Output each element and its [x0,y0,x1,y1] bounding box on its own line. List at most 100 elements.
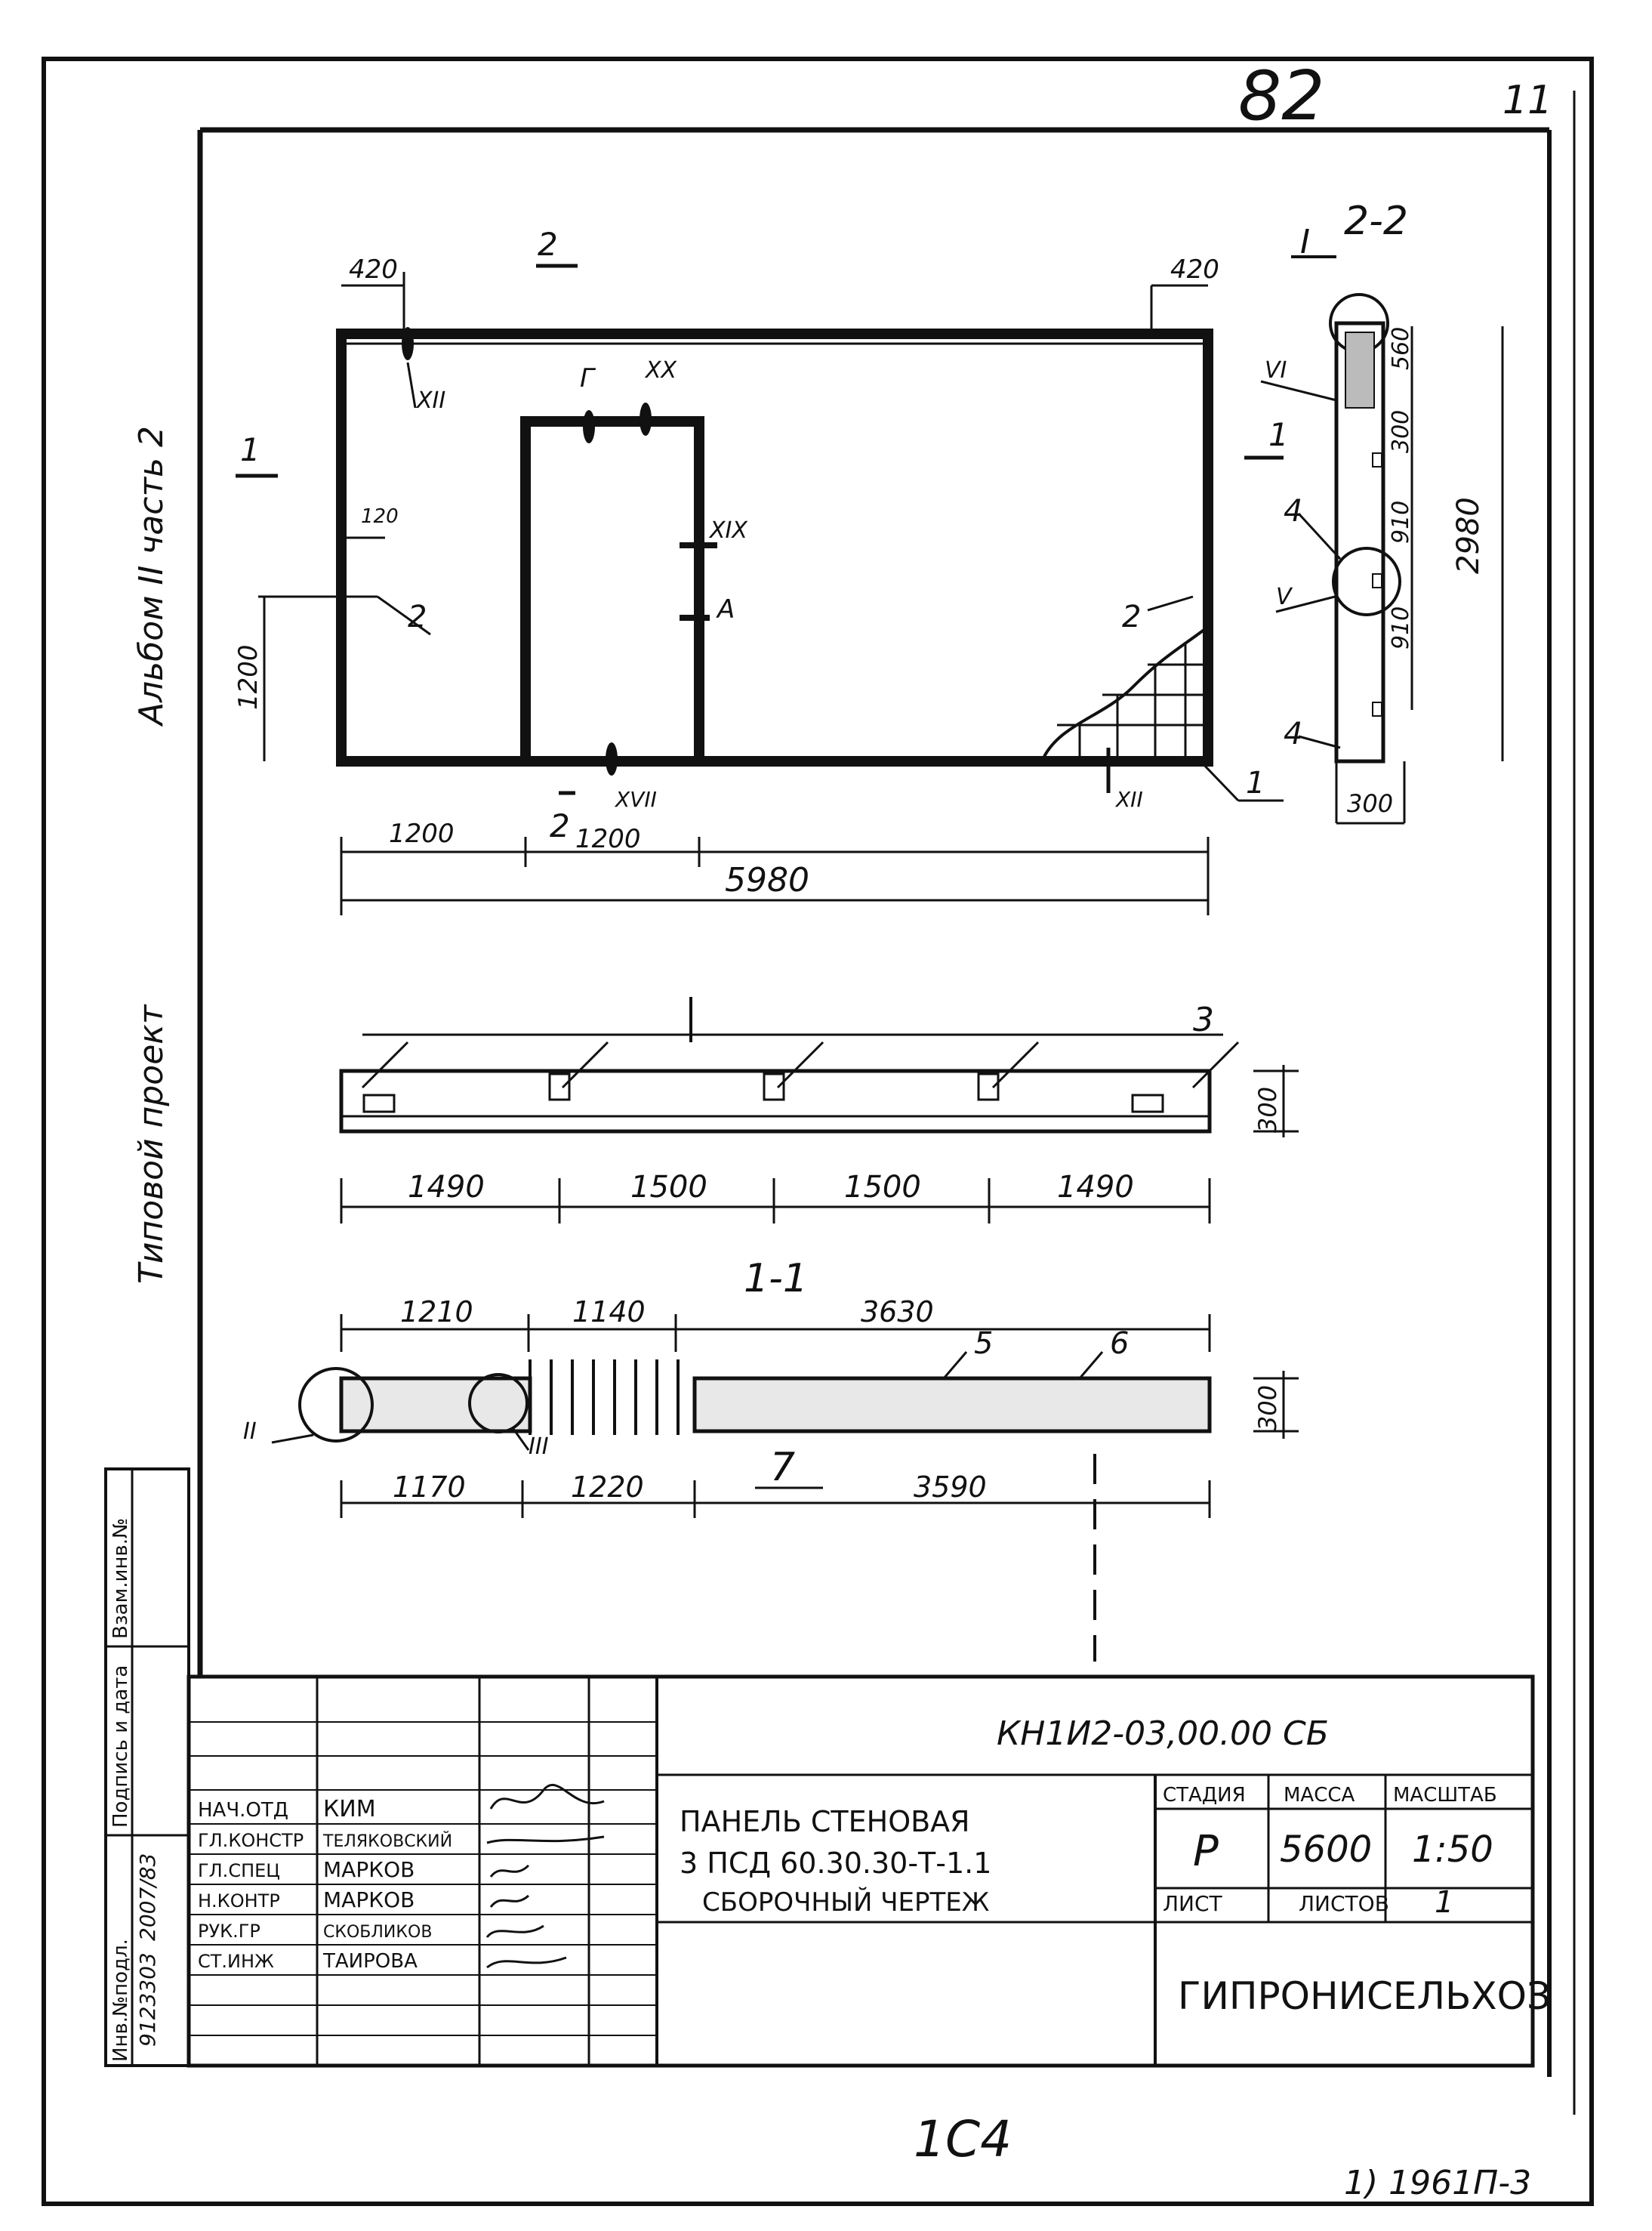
callout-vi: VI [1265,357,1287,384]
staff-role-6: СТ.ИНЖ [198,1951,274,1972]
leader [1078,1351,1104,1379]
bottom-center-note: 1С4 [914,2110,1012,2168]
rebar-bars [529,1359,680,1435]
stage-label: СТАДИЯ [1163,1784,1246,1807]
leader [1191,1041,1240,1089]
plan-dim-4: 1490 [1057,1170,1134,1205]
sheet-label: ЛИСТ [1163,1891,1223,1916]
signature [489,1864,530,1878]
leader [1297,512,1342,560]
side-title: Альбом II часть 2 [132,426,171,727]
section-mark-2-top: 2 [538,226,558,263]
staff-name-4: МАРКОВ [323,1887,415,1912]
scale-value: 1:50 [1412,1828,1493,1871]
plan-slot [977,1072,1000,1101]
dim-910-a: 910 [1388,501,1414,544]
pos-2-right: 2 [1122,600,1141,634]
staff-name-5: СКОБЛИКОВ [323,1923,432,1942]
leader [942,1351,968,1379]
staff-role-1: НАЧ.ОТД [198,1799,288,1822]
pos-1: 1 [1246,766,1265,801]
dim-120: 120 [361,505,399,528]
pos-6: 6 [1110,1326,1129,1361]
detail-circle-iii [468,1373,529,1433]
slab-right [692,1376,1212,1433]
scale-label: МАСШТАБ [1393,1784,1497,1807]
title-line-3: СБОРОЧНЫЙ ЧЕРТЕЖ [702,1887,989,1918]
leader [991,1041,1040,1089]
title-block-frame [186,1674,1535,2068]
callout-xvii: XVII [614,787,657,812]
callout-xx: XX [644,357,678,384]
staff-name-1: КИМ [323,1796,376,1822]
leader [1199,760,1240,802]
section-thickness: 300 [1253,1385,1282,1431]
pos-4-top: 4 [1284,494,1302,529]
top-dim-2: 1140 [572,1295,646,1328]
outer-frame [42,57,1594,2206]
pos-4-bottom: 4 [1284,717,1302,751]
side-value-date: 2007/83 [135,1853,160,1941]
bottom-dim-3: 3590 [914,1470,987,1504]
title-block: НАЧ.ОТД КИМ ГЛ.КОНСТР ТЕЛЯКОВСКИЙ ГЛ.СПЕ… [186,1674,1551,2068]
callout-xii-bottom: XII [1114,787,1143,812]
callout-i: I [1300,223,1310,261]
leader [512,1428,530,1451]
leader [377,595,431,636]
callout-g: Г [580,363,596,393]
signature [489,1783,605,1810]
signature [485,1924,544,1939]
section-2-2-insulation [1345,332,1375,409]
plan-dim-2: 1500 [630,1170,707,1205]
dim-total-5980: 5980 [725,861,809,899]
page-number: 82 [1238,57,1325,136]
leader [361,1041,409,1089]
staff-role-2: ГЛ.КОНСТР [198,1830,304,1851]
callout-marker [640,403,652,436]
pos-2-left: 2 [408,600,427,634]
callout-v: V [1276,584,1293,610]
plan-dim-3: 1500 [844,1170,921,1205]
slab-left [339,1376,532,1433]
section-mark-1-left: 1 [240,431,260,468]
dim-300: 300 [1388,410,1414,453]
side-title-lower: Типовой проект [132,1004,171,1284]
leader [1275,595,1336,613]
plan-thickness: 300 [1253,1087,1282,1133]
detail-circle-v [1332,547,1401,616]
door-opening [520,416,704,767]
staff-name-6: ТАИРОВА [322,1950,418,1973]
section-mark-1-right: 1 [1268,416,1289,453]
plan-view: 3 300 1490 1500 1500 1490 [339,997,1299,1224]
title-line-2: 3 ПСД 60.30.30-Т-1.1 [680,1847,991,1880]
section-2-2-title: 2-2 [1344,199,1408,244]
leader [406,362,417,409]
dim-opening-width: 1200 [575,824,641,854]
section-2-2-body [1334,321,1385,764]
sheets-value: 1 [1435,1885,1453,1920]
callout-xii-top: XII [415,387,445,414]
bottom-dim-1: 1170 [393,1470,466,1504]
callout-ii: II [243,1418,257,1445]
dim-910-b: 910 [1388,606,1414,650]
leader [1147,595,1194,612]
top-dim-3: 3630 [861,1295,934,1328]
bottom-dim-2: 1220 [571,1470,644,1504]
callout-iii: III [529,1433,549,1460]
section-1-1: 1-1 1210 1140 3630 II III 5 6 7 [243,1256,1299,1662]
side-label-vzam: Взам.инв.№ [109,1518,132,1639]
side-value-inv: 9123303 [135,1952,160,2047]
bottom-right-note: 1) 1961П-3 [1344,2164,1531,2202]
plan-slot [763,1072,785,1101]
panel-outline [336,329,1213,767]
side-stamp: Инв.№подл. Подпись и дата Взам.инв.№ 912… [104,1467,190,2067]
org-name: ГИПРОНИСЕЛЬХОЗ [1178,1974,1551,2018]
dim-2980: 2980 [1451,497,1486,574]
stage-value: Р [1193,1827,1219,1876]
leader [561,1041,609,1089]
side-label-sign: Подпись и дата [109,1665,132,1828]
mass-label: МАССА [1284,1784,1355,1807]
plan-panel [339,1069,1212,1134]
pos-7: 7 [770,1445,795,1490]
